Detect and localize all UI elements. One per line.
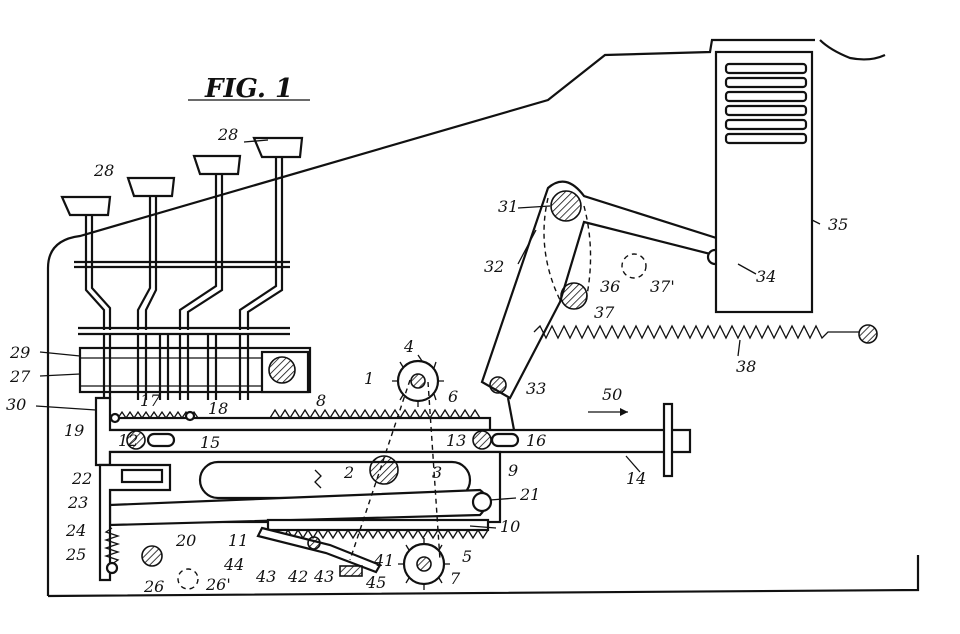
label-41: 41	[373, 551, 394, 570]
carriage-shaft	[268, 356, 296, 384]
label-15: 15	[200, 433, 220, 452]
pivot-26	[141, 545, 163, 567]
link-pivot-21	[471, 491, 493, 513]
label-26: 26	[143, 577, 164, 596]
label-45: 45	[365, 573, 386, 592]
label-26-prime: 26'	[205, 575, 231, 594]
key-button-2	[126, 176, 176, 198]
label-32: 32	[484, 257, 504, 276]
label-11: 11	[228, 531, 248, 550]
label-36: 36	[600, 277, 620, 296]
key-button-4	[252, 136, 304, 159]
lower-rack	[266, 518, 490, 540]
leader-lines	[35, 139, 821, 529]
pin-37-alt	[621, 253, 647, 279]
label-28-a: 28	[93, 161, 114, 180]
pin-37	[560, 282, 588, 310]
gear-link-dashes	[349, 379, 441, 561]
key-button-3	[192, 154, 242, 176]
pin-13	[472, 430, 492, 450]
label-21: 21	[519, 485, 540, 504]
pin-12	[126, 430, 146, 450]
label-5: 5	[462, 547, 472, 566]
label-29: 29	[9, 343, 30, 362]
pins	[126, 430, 520, 450]
lower-link	[108, 488, 493, 527]
label-3: 3	[432, 463, 442, 482]
stop-45	[339, 565, 363, 577]
label-43-b: 43	[313, 567, 334, 586]
spring-17	[117, 410, 199, 420]
label-17: 17	[140, 391, 161, 410]
spring-anchor-25	[105, 561, 119, 575]
pawl-assembly	[256, 526, 382, 577]
label-24: 24	[65, 521, 86, 540]
label-8: 8	[316, 391, 326, 410]
label-44: 44	[223, 555, 244, 574]
label-20: 20	[175, 531, 196, 550]
label-37-prime: 37'	[650, 277, 675, 296]
label-33: 33	[526, 379, 546, 398]
label-42: 42	[287, 567, 308, 586]
label-50: 50	[602, 385, 622, 404]
keyboard-assembly	[60, 136, 304, 336]
label-37: 37	[594, 303, 615, 322]
slide-end-stop	[662, 402, 674, 478]
label-9: 9	[508, 461, 518, 480]
label-13: 13	[446, 431, 466, 450]
label-30: 30	[6, 395, 26, 414]
label-27: 27	[9, 367, 31, 386]
latch-23	[120, 468, 164, 484]
spring-17-anchor-right	[184, 410, 196, 422]
pivot-26-alt	[177, 568, 199, 590]
pawl-44	[256, 526, 382, 574]
spring-38	[533, 324, 860, 340]
label-19: 19	[64, 421, 84, 440]
label-6: 6	[448, 387, 458, 406]
machine-housing-outline	[46, 38, 920, 598]
reference-labels: 4 6 1 8 2 3 9 21 10 5 7 14 50 16 13 33 3…	[6, 125, 848, 596]
label-31: 31	[498, 197, 518, 216]
label-2: 2	[343, 463, 354, 482]
lower-rack-bar	[266, 518, 490, 532]
label-43: 43	[255, 567, 276, 586]
label-38: 38	[736, 357, 756, 376]
spring-17-anchor-left	[109, 412, 121, 424]
direction-arrow	[588, 408, 628, 416]
pin-carriage	[78, 334, 312, 400]
label-10: 10	[500, 517, 520, 536]
pawl-pivot-42	[307, 536, 321, 550]
pivot-33	[489, 376, 507, 394]
pivot-31	[550, 190, 582, 222]
label-12: 12	[118, 431, 138, 450]
crank-link-dashes	[543, 197, 592, 301]
label-23: 23	[67, 493, 88, 512]
label-7: 7	[450, 569, 461, 588]
label-1: 1	[364, 369, 374, 388]
figure-title-text: FIG. 1	[204, 74, 293, 104]
label-16: 16	[526, 431, 546, 450]
upper-gear	[392, 354, 444, 407]
label-4: 4	[403, 337, 414, 356]
label-22: 22	[71, 469, 92, 488]
magazine	[714, 50, 814, 314]
left-bracket	[98, 463, 199, 590]
label-35: 35	[828, 215, 848, 234]
bell-crank-lever	[480, 180, 750, 400]
label-14: 14	[626, 469, 646, 488]
label-34: 34	[756, 267, 776, 286]
spring-38-anchor	[858, 324, 878, 344]
label-18: 18	[208, 399, 228, 418]
label-28-b: 28	[217, 125, 238, 144]
key-button-1	[60, 195, 112, 217]
figure-title: FIG. 1	[188, 74, 310, 104]
lower-gear	[398, 538, 450, 590]
label-25: 25	[65, 545, 86, 564]
